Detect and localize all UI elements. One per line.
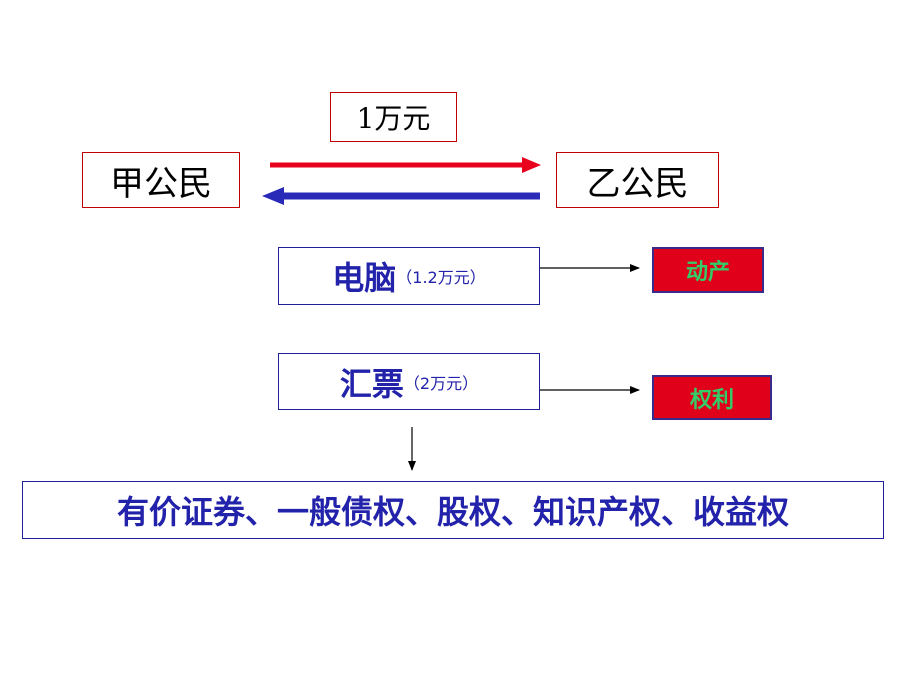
blue-arrow-b-to-a	[262, 187, 540, 205]
right-label: 权利	[689, 387, 734, 413]
movable-property-tag: 动产	[652, 247, 764, 293]
computer-label: 电脑	[332, 259, 397, 297]
movable-property-label: 动产	[685, 260, 730, 285]
citizen-b-box: 乙公民	[556, 152, 719, 208]
draft-value: （2万元）	[403, 373, 479, 393]
citizen-b-label: 乙公民	[586, 163, 689, 204]
citizen-a-label: 甲公民	[110, 163, 212, 204]
draft-box: 汇票 （2万元）	[278, 353, 540, 410]
right-tag: 权利	[652, 375, 772, 420]
amount-box: 1万元	[330, 92, 457, 142]
draft-label: 汇票	[339, 364, 404, 403]
computer-value: （1.2万元）	[396, 268, 486, 287]
red-arrow-a-to-b	[270, 157, 541, 173]
citizen-a-box: 甲公民	[82, 152, 240, 208]
rights-list-label: 有价证券、一般债权、股权、知识产权、收益权	[116, 493, 789, 531]
amount-label: 1万元	[356, 102, 431, 135]
computer-box: 电脑 （1.2万元）	[278, 247, 540, 305]
rights-list-box: 有价证券、一般债权、股权、知识产权、收益权	[22, 481, 884, 539]
